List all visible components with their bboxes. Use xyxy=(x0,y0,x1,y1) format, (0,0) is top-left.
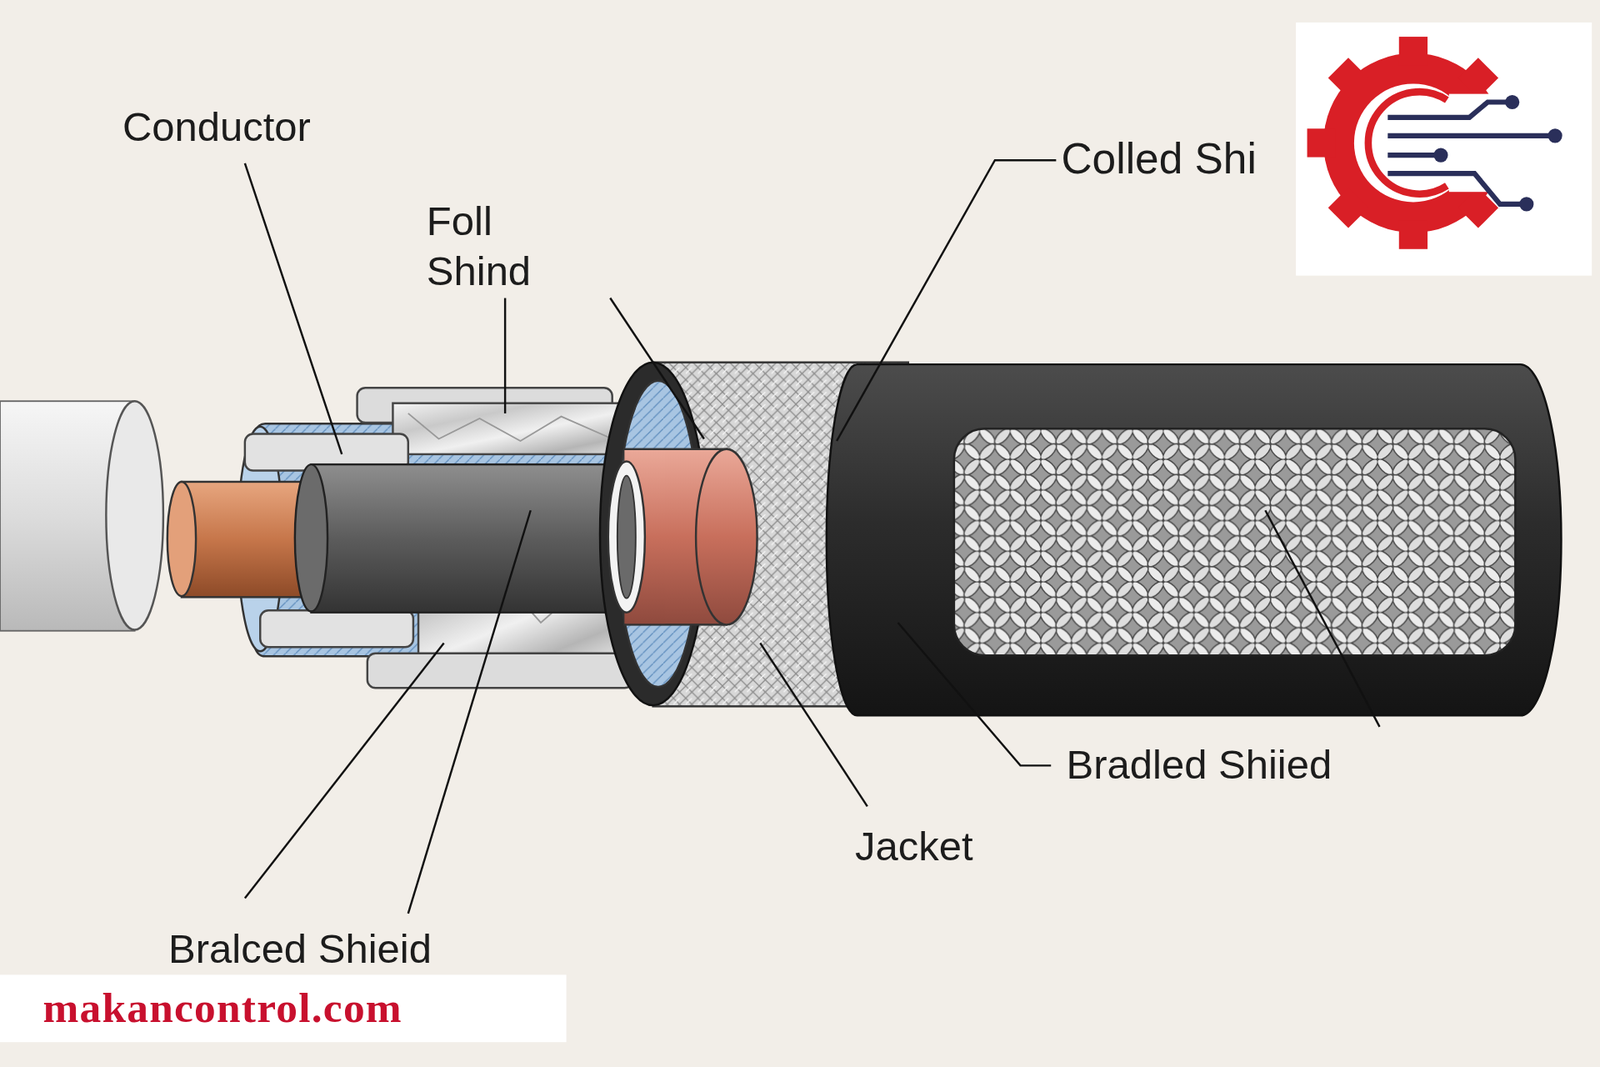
foil-crinkle xyxy=(408,413,613,441)
leader-line xyxy=(245,163,342,455)
watermark-box xyxy=(0,974,567,1042)
circuit-line xyxy=(1387,173,1523,205)
gear-tooth xyxy=(1307,128,1336,157)
leader-line xyxy=(245,642,445,898)
leader-line xyxy=(504,298,506,414)
gear-tooth xyxy=(1328,57,1369,98)
foil-shield xyxy=(392,403,638,455)
leader-line xyxy=(610,298,705,440)
leader-line xyxy=(836,160,1056,441)
watermark: makancontrol.com xyxy=(42,981,402,1035)
part-label: Conductor xyxy=(122,101,311,152)
sleeve xyxy=(367,653,633,689)
insulation-end xyxy=(295,464,328,611)
white-ring xyxy=(608,460,645,612)
part-label: Jacket xyxy=(855,821,974,872)
insulation xyxy=(310,464,638,613)
circuit-dots xyxy=(1433,95,1562,212)
circuit-dot xyxy=(1505,95,1520,110)
gear-tooth xyxy=(1399,220,1428,249)
circuit-dot xyxy=(1433,148,1448,163)
part-label: Bralced Shieid xyxy=(168,923,432,974)
part-label: Bradled Shiied xyxy=(1066,740,1333,790)
jacket xyxy=(826,364,1562,715)
leader-lines xyxy=(245,160,1380,914)
braid-window xyxy=(954,428,1515,655)
circuit-line xyxy=(1387,152,1437,158)
gear-tooth xyxy=(1328,187,1369,228)
logo-box xyxy=(1295,22,1592,276)
gear-gap xyxy=(1449,94,1531,193)
circuit-dot xyxy=(1548,128,1563,143)
sheath-end xyxy=(105,400,164,630)
gear-inner-arc xyxy=(1368,91,1447,194)
gear-tooth xyxy=(1458,57,1499,98)
leader-line xyxy=(1265,510,1380,727)
leader-line xyxy=(898,622,1052,765)
leader-line xyxy=(408,510,531,914)
circuit-line xyxy=(1387,133,1551,139)
copper-core-end xyxy=(167,481,196,596)
gear-tooth xyxy=(1399,36,1428,65)
part-label: Colled Shi xyxy=(1060,132,1256,185)
leader-line xyxy=(760,642,868,806)
circuit-dot xyxy=(1519,196,1534,211)
part-label: Foll Shind xyxy=(426,195,600,296)
copper-shield-end xyxy=(695,449,757,625)
insulation-face xyxy=(617,475,636,599)
circuit-line xyxy=(1387,101,1508,117)
circuit-lines xyxy=(1387,101,1551,204)
sleeve xyxy=(260,610,414,647)
